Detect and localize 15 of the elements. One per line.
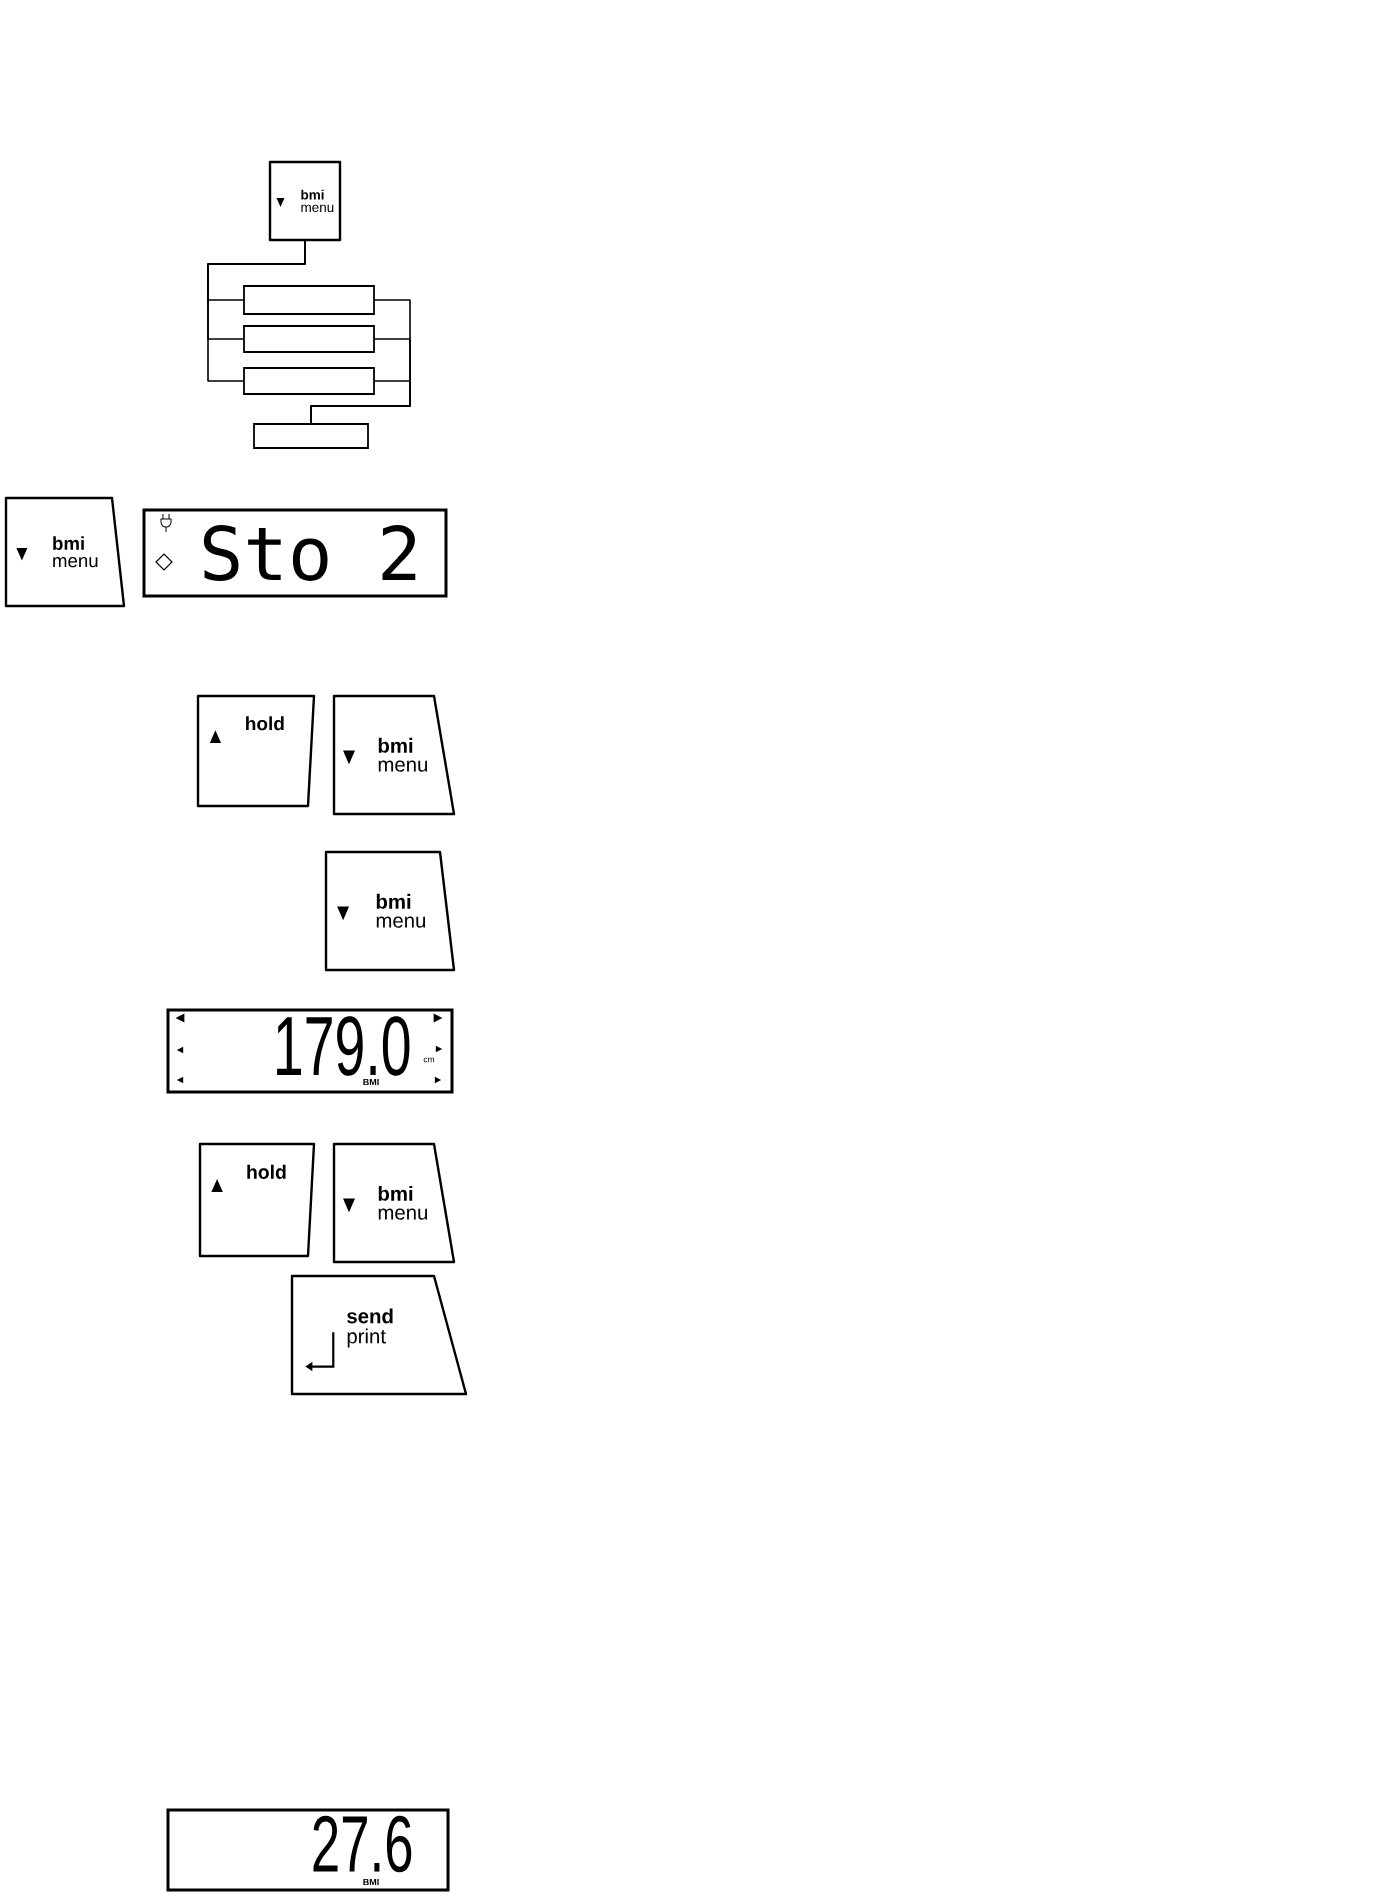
key-button: bmi menu	[4, 496, 126, 608]
lcd-display: Sto 2	[142, 508, 448, 598]
key-button: send print	[290, 1274, 468, 1396]
key-button: bmi menu	[332, 1142, 456, 1264]
connector-line	[207, 239, 306, 382]
connector-line	[310, 380, 411, 425]
key-button: hold	[198, 1142, 316, 1258]
empty-box	[243, 325, 375, 353]
key-button: bmi menu	[332, 694, 456, 816]
empty-box	[243, 285, 375, 315]
empty-box	[253, 423, 369, 449]
node-label: 179.0	[277, 1016, 410, 1076]
empty-box	[243, 367, 375, 395]
key-button: hold	[196, 694, 316, 808]
key-button: bmi menu	[324, 850, 456, 972]
